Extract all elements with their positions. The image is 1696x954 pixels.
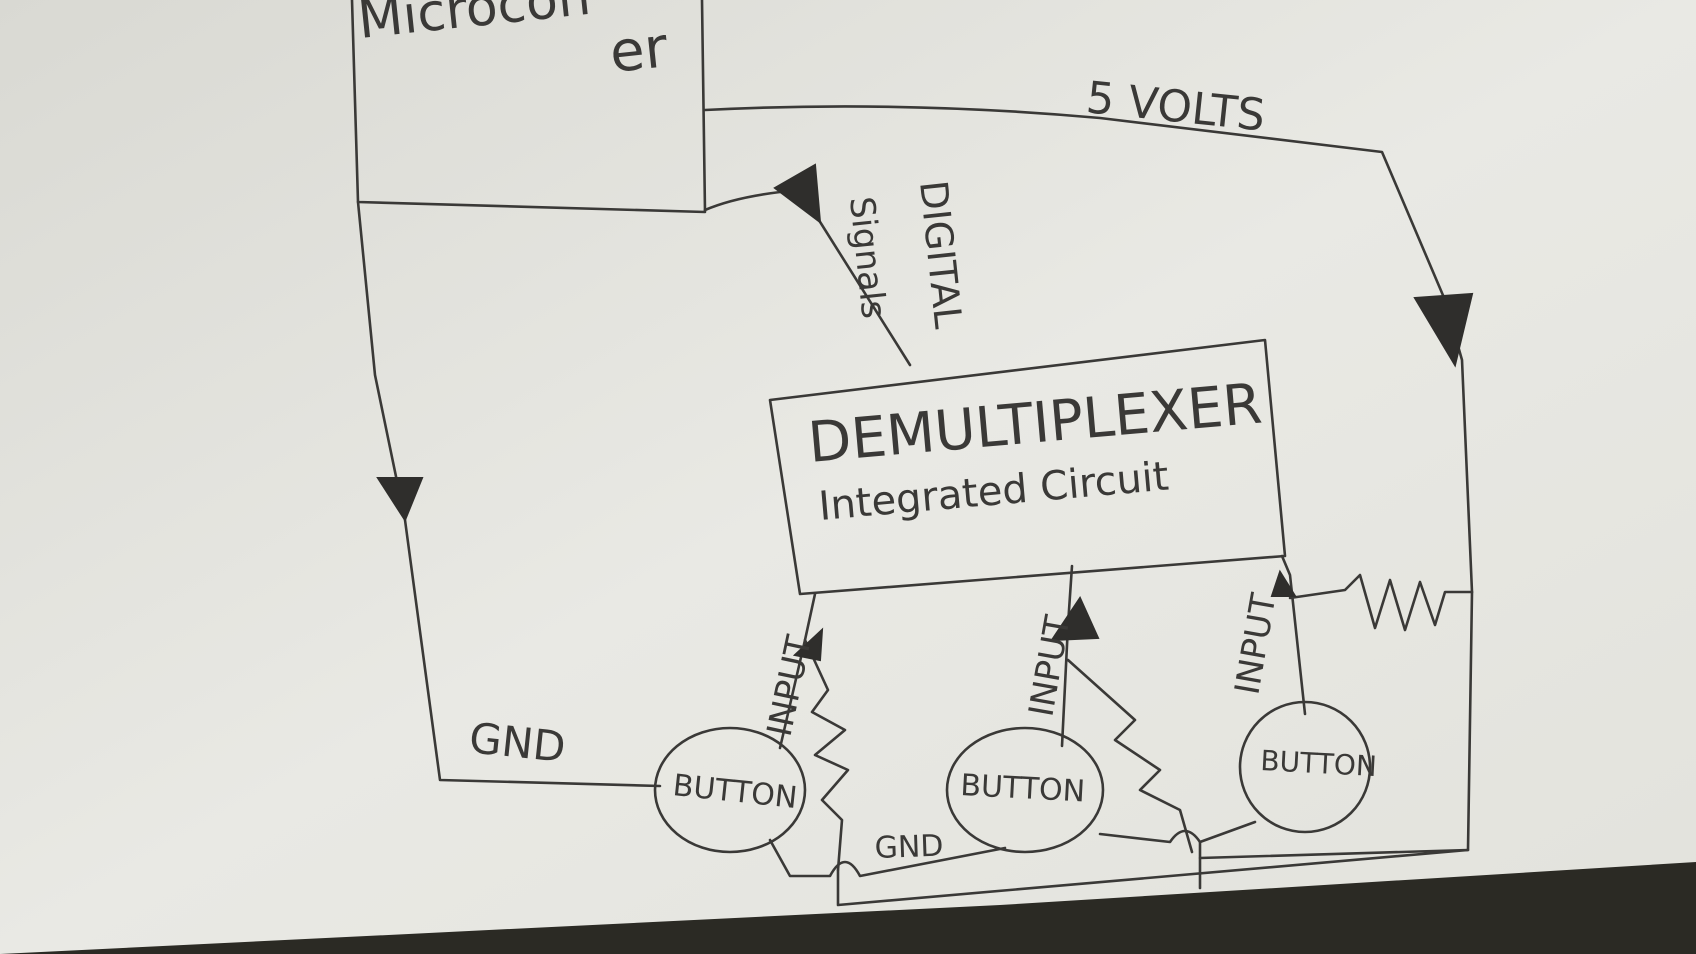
resistor-1 bbox=[803, 638, 850, 872]
resistor-2 bbox=[1066, 658, 1194, 854]
gnd-label-left: GND bbox=[467, 713, 568, 772]
resistor-right bbox=[1288, 573, 1474, 632]
arrow-five-volt-icon bbox=[1413, 292, 1474, 368]
arrow-input-2-icon bbox=[1050, 595, 1100, 642]
microcontroller-label-bottom: er bbox=[607, 15, 672, 86]
button-1-circle bbox=[653, 726, 807, 854]
arrow-input-3-icon bbox=[1270, 569, 1297, 597]
button-2-circle bbox=[945, 726, 1105, 854]
five-volt-line bbox=[703, 105, 1447, 302]
gnd-label-bottom: GND bbox=[874, 829, 944, 866]
arrow-ground-icon bbox=[376, 477, 424, 523]
button-3-label: BUTTON bbox=[1260, 744, 1378, 783]
microcontroller-box bbox=[350, 0, 707, 214]
button-2-label: BUTTON bbox=[960, 768, 1086, 809]
direction-arrows bbox=[376, 163, 1474, 662]
arrow-digital-icon bbox=[773, 163, 822, 225]
ground-bus-mid bbox=[768, 838, 1007, 878]
arrow-input-1-icon bbox=[792, 627, 824, 662]
demultiplexer-box bbox=[768, 338, 1287, 596]
button-3-circle bbox=[1238, 700, 1372, 834]
ground-bus-bottom bbox=[836, 848, 1470, 907]
input-3-line bbox=[1280, 554, 1307, 716]
